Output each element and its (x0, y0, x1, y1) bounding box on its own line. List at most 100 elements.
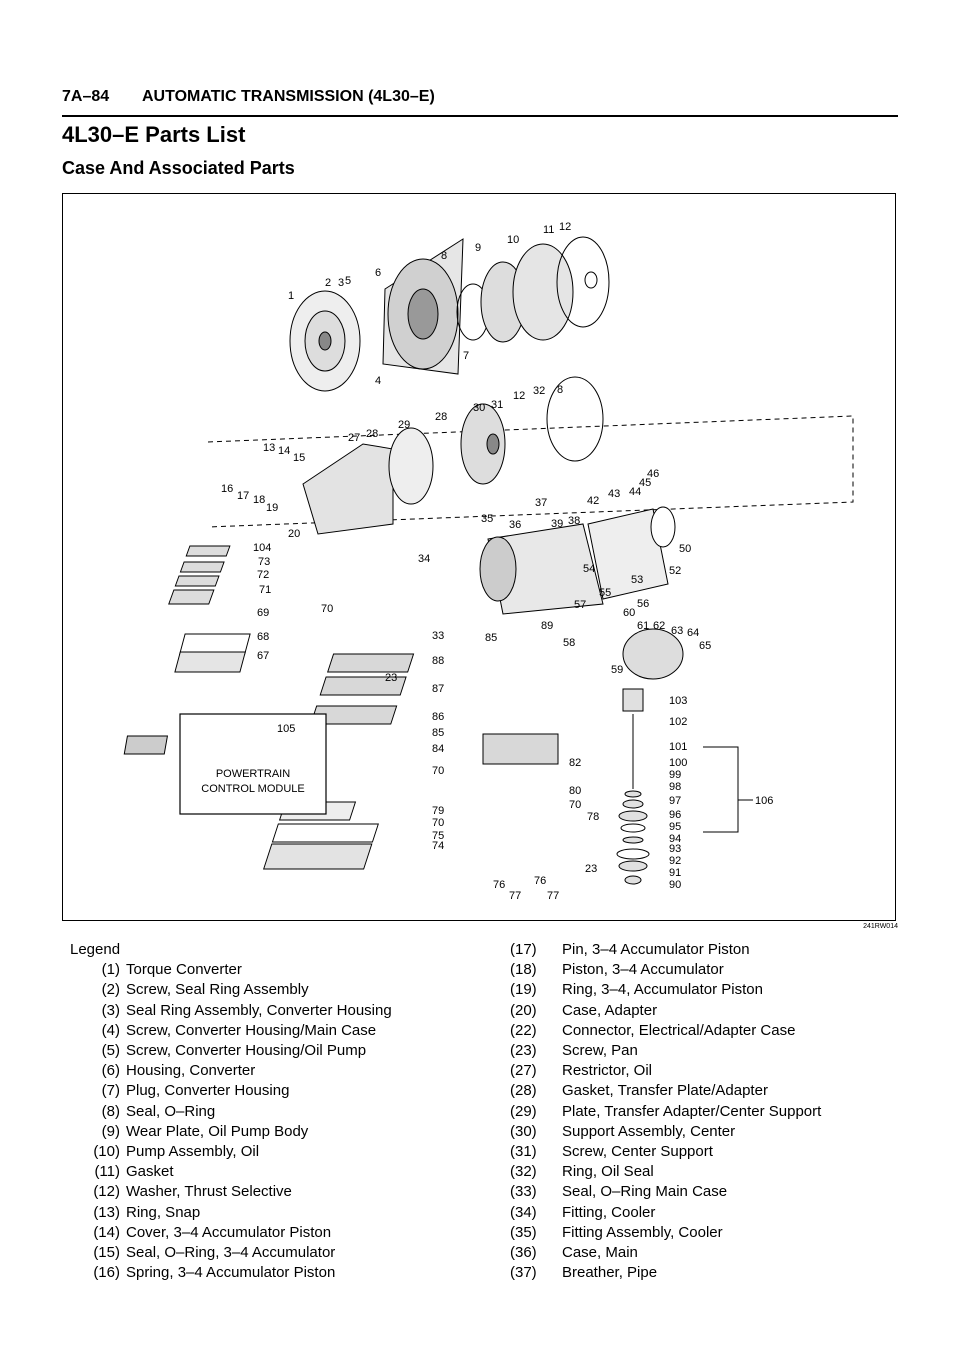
legend-item-number: (5) (101, 1042, 120, 1060)
callout-number: 57 (574, 599, 586, 611)
callout-number: 39 (551, 518, 563, 530)
legend-item-number: (15) (93, 1244, 120, 1262)
legend-item-number: (29) (510, 1102, 537, 1120)
callout-number: 70 (432, 765, 444, 777)
callout-number: 92 (669, 855, 681, 867)
legend-item-text: Case, Adapter (562, 1001, 658, 1019)
page-subtitle: Case And Associated Parts (62, 158, 295, 178)
legend-item-number: (28) (510, 1082, 537, 1100)
legend-item-number: (1) (101, 961, 120, 979)
callout-number: 53 (631, 574, 643, 586)
legend-item-text: Screw, Seal Ring Assembly (126, 981, 309, 999)
callout-number: 101 (669, 741, 687, 753)
legend-item-number: (6) (101, 1062, 120, 1080)
callout-number: 54 (583, 563, 595, 575)
legend-item: (11)Gasket (70, 1162, 490, 1182)
legend-item-text: Screw, Converter Housing/Oil Pump (126, 1042, 367, 1060)
callout-number: 14 (278, 445, 290, 457)
legend-item-text: Plate, Transfer Adapter/Center Support (562, 1102, 822, 1120)
legend-item-number: (32) (510, 1163, 537, 1181)
legend-item-number: (30) (510, 1122, 537, 1140)
callout-number: 93 (669, 843, 681, 855)
callout-number: 97 (669, 795, 681, 807)
converter-housing-drawing (382, 238, 464, 375)
legend-item-text: Ring, 3–4, Accumulator Piston (562, 981, 763, 999)
legend-item: (30)Support Assembly, Center (510, 1122, 900, 1142)
legend-item-text: Seal, O–Ring, 3–4 Accumulator (126, 1244, 336, 1262)
callout-number: 19 (266, 502, 278, 514)
legend-item-text: Ring, Oil Seal (562, 1163, 654, 1181)
legend-item: (10)Pump Assembly, Oil (70, 1142, 490, 1162)
legend-item-number: (3) (101, 1001, 120, 1019)
callout-number: 44 (629, 486, 641, 498)
callout-number: 56 (637, 598, 649, 610)
pcm-label-line1: POWERTRAIN (216, 768, 290, 780)
torque-converter-drawing (289, 290, 361, 392)
legend-heading: Legend (70, 941, 121, 958)
callout-number: 62 (653, 620, 665, 632)
callout-number: 89 (541, 620, 553, 632)
callout-number: 67 (257, 650, 269, 662)
legend-item-number: (31) (510, 1143, 537, 1161)
callout-number: 32 (533, 385, 545, 397)
callout-number: 8 (441, 250, 447, 262)
callout-number: 74 (432, 840, 444, 852)
callout-number: 37 (535, 497, 547, 509)
legend-item: (4)Screw, Converter Housing/Main Case (70, 1021, 490, 1041)
legend-item: (15) Seal, O–Ring, 3–4 Accumulator (70, 1243, 490, 1263)
callout-number: 94 (669, 833, 681, 845)
callout-number: 36 (509, 519, 521, 531)
callout-number: 31 (491, 399, 503, 411)
callout-number: 69 (257, 607, 269, 619)
callout-number: 88 (432, 655, 444, 667)
callout-number: 23 (585, 863, 597, 875)
legend-item: (17)Pin, 3–4 Accumulator Piston (510, 940, 900, 960)
callout-number: 70 (569, 799, 581, 811)
callout-number: 103 (669, 695, 687, 707)
legend-item-text: Seal, O–Ring (126, 1102, 216, 1120)
callout-number: 77 (547, 890, 559, 902)
legend-item-number: (35) (510, 1223, 537, 1241)
callout-number: 85 (432, 727, 444, 739)
legend-item-text: Gasket (126, 1163, 174, 1181)
callout-number: 9 (475, 242, 481, 254)
callout-number: 11 (543, 224, 554, 236)
legend-item: (29) Plate, Transfer Adapter/Center Suppo… (510, 1102, 900, 1122)
callout-number: 30 (473, 402, 485, 414)
legend-item: (8)Seal, O–Ring (70, 1102, 490, 1122)
callout-number: 95 (669, 821, 681, 833)
legend-item: (13)Ring, Snap (70, 1203, 490, 1223)
legend-item-number: (9) (101, 1122, 120, 1140)
legend-item: (27)Restrictor, Oil (510, 1061, 900, 1081)
legend-item: (14)Cover, 3–4 Accumulator Piston (70, 1223, 490, 1243)
legend-item-number: (20) (510, 1001, 537, 1019)
callout-number: 42 (587, 495, 599, 507)
pcm-number: 105 (277, 723, 295, 735)
callout-number: 46 (647, 468, 659, 480)
callout-number: 18 (253, 494, 265, 506)
legend-item-text: Connector, Electrical/Adapter Case (562, 1021, 796, 1039)
callout-number: 60 (623, 607, 635, 619)
legend-item-text: Gasket, Transfer Plate/Adapter (562, 1082, 768, 1100)
main-case-drawing (479, 506, 684, 680)
legend-item-text: Fitting, Cooler (562, 1203, 656, 1221)
legend-item: (19)Ring, 3–4, Accumulator Piston (510, 980, 900, 1000)
legend-item-number: (14) (93, 1223, 120, 1241)
callout-number: 28 (435, 411, 447, 423)
legend-item-number: (18) (510, 961, 537, 979)
seal-rings-drawing (456, 236, 610, 343)
callout-number: 52 (669, 565, 681, 577)
legend-item-number: (16) (93, 1264, 120, 1282)
legend-item-number: (23) (510, 1042, 537, 1060)
figure-id: 241RW014 (863, 923, 898, 930)
callout-number: 80 (569, 785, 581, 797)
legend-item-text: Breather, Pipe (562, 1264, 658, 1282)
callout-number: 13 (263, 442, 275, 454)
callout-number: 102 (669, 716, 687, 728)
callout-number: 10 (507, 234, 519, 246)
callout-number: 35 (481, 513, 493, 525)
legend-item: (12)Washer, Thrust Selective (70, 1182, 490, 1202)
